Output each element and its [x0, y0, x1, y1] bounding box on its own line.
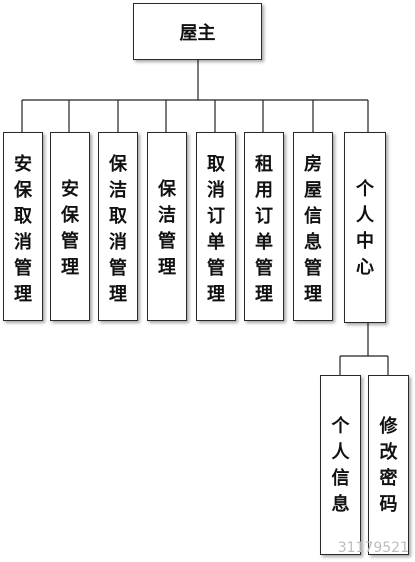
node-label: 保洁取消管理 [109, 154, 127, 305]
node-label: 个人信息 [331, 416, 350, 515]
node-cleaning-management: 保洁管理 [147, 132, 187, 321]
root-node: 屋主 [133, 3, 262, 60]
node-label: 修改密码 [379, 416, 398, 515]
root-node-label: 屋主 [179, 22, 216, 44]
node-house-info-management: 房屋信息管理 [293, 132, 333, 321]
node-change-password: 修改密码 [368, 375, 409, 555]
node-label: 租用订单管理 [255, 154, 273, 305]
node-personal-center: 个人中心 [344, 132, 386, 323]
node-label: 安保管理 [61, 179, 79, 278]
node-label: 房屋信息管理 [304, 154, 322, 305]
node-label: 安保取消管理 [14, 154, 32, 305]
node-label: 取消订单管理 [207, 154, 225, 305]
node-rental-order-management: 租用订单管理 [244, 132, 284, 321]
node-cancel-order-management: 取消订单管理 [196, 132, 236, 321]
node-label: 保洁管理 [158, 179, 176, 278]
node-personal-info: 个人信息 [320, 375, 361, 555]
node-label: 个人中心 [356, 179, 374, 278]
node-security-management: 安保管理 [50, 132, 90, 321]
node-security-cancel-management: 安保取消管理 [3, 132, 43, 321]
watermark: 31179521 [337, 540, 409, 556]
node-cleaning-cancel-management: 保洁取消管理 [98, 132, 138, 321]
